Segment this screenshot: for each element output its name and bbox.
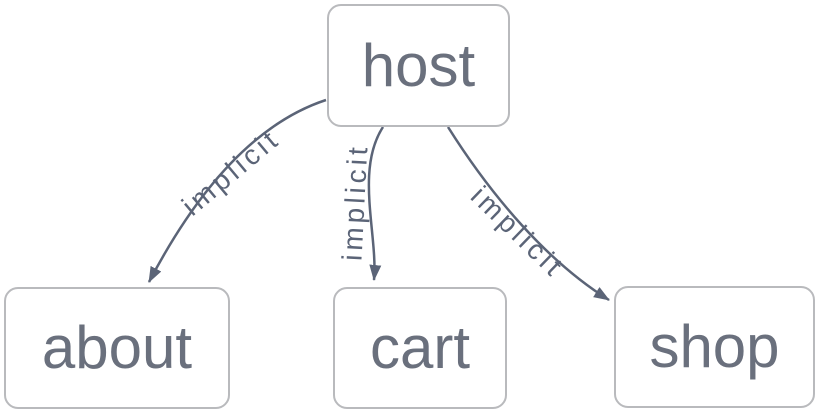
edge-label-host-about: implicit bbox=[176, 122, 286, 221]
node-about[interactable]: about bbox=[4, 287, 230, 409]
edge-label-host-shop: implicit bbox=[465, 180, 571, 284]
edge-host-cart bbox=[367, 126, 385, 281]
node-cart-label: cart bbox=[369, 314, 471, 381]
node-cart[interactable]: cart bbox=[333, 287, 507, 409]
node-host-label: host bbox=[361, 31, 476, 99]
edge-label-host-cart: implicit bbox=[336, 142, 373, 261]
node-shop-label: shop bbox=[649, 313, 780, 380]
node-about-label: about bbox=[41, 314, 193, 381]
edge-host-about bbox=[147, 98, 327, 283]
node-host[interactable]: host bbox=[327, 4, 510, 127]
node-shop[interactable]: shop bbox=[614, 286, 815, 408]
edge-host-shop bbox=[446, 126, 610, 302]
